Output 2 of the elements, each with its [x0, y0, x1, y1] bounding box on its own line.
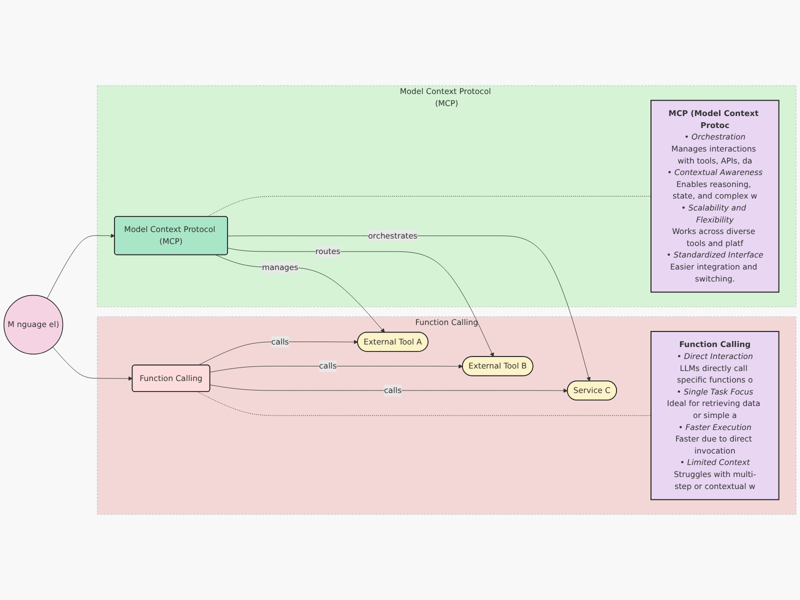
connector: [206, 196, 652, 217]
connector: [197, 392, 652, 416]
